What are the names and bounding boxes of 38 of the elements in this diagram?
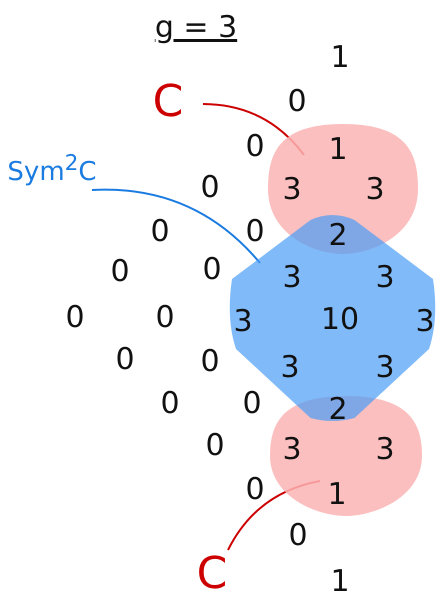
number: 0 <box>245 474 265 506</box>
number: 0 <box>200 172 220 204</box>
number: 3 <box>415 306 435 338</box>
number: 2 <box>328 394 348 426</box>
number: 0 <box>242 388 262 420</box>
number: 3 <box>282 174 302 206</box>
number: 0 <box>287 86 307 118</box>
number: 0 <box>245 131 265 163</box>
number: 1 <box>330 566 350 598</box>
number: 0 <box>205 430 225 462</box>
number: 0 <box>115 344 135 376</box>
number: 3 <box>375 262 395 294</box>
number: 1 <box>328 134 348 166</box>
number: 3 <box>282 434 302 466</box>
number: 3 <box>375 434 395 466</box>
number: 3 <box>365 174 385 206</box>
title: g = 3 <box>154 12 238 44</box>
number: 2 <box>328 220 348 252</box>
number: 1 <box>327 479 347 511</box>
number: 3 <box>375 352 395 384</box>
number: 0 <box>65 302 85 334</box>
number: 0 <box>150 216 170 248</box>
number: 1 <box>330 42 350 74</box>
number: 0 <box>245 216 265 248</box>
number: 3 <box>282 262 302 294</box>
number: 0 <box>110 256 130 288</box>
number: 0 <box>200 346 220 378</box>
highlight-blob <box>270 396 422 516</box>
number: 3 <box>233 306 253 338</box>
handwritten-label: Sym$^{2}$C <box>7 148 97 188</box>
number: 0 <box>288 520 308 552</box>
number: 3 <box>280 352 300 384</box>
number: 0 <box>160 388 180 420</box>
number: 10 <box>320 304 360 336</box>
handwritten-label: C <box>196 549 228 598</box>
number: 0 <box>155 302 175 334</box>
handwritten-label: C <box>152 77 184 127</box>
number: 0 <box>202 254 222 286</box>
